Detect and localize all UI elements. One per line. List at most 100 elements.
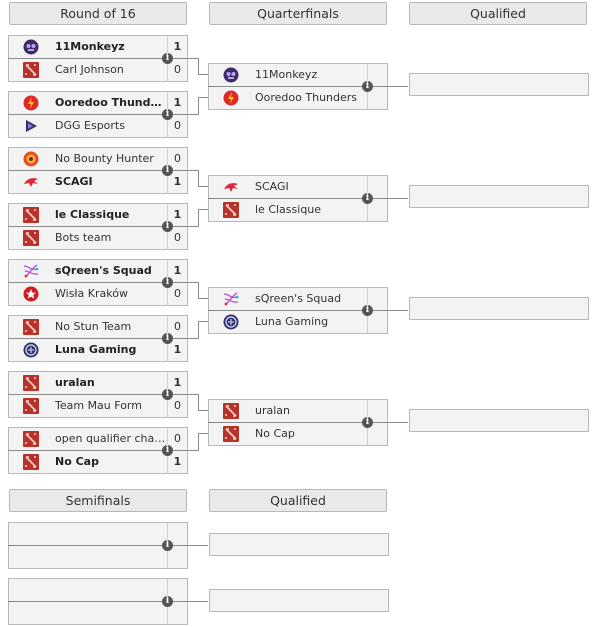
match-info-icon[interactable]: i xyxy=(162,53,173,64)
match-info-icon[interactable]: i xyxy=(162,540,173,551)
dota-logo-svg xyxy=(23,454,39,470)
connector-line xyxy=(198,186,208,187)
team-slot[interactable]: open qualifier champion0 xyxy=(9,428,187,451)
match-info-icon[interactable]: i xyxy=(362,417,373,428)
luna-logo-icon xyxy=(23,342,39,358)
match-info-icon[interactable]: i xyxy=(162,333,173,344)
team-score: 1 xyxy=(167,451,187,474)
connector-line xyxy=(168,601,208,602)
dota-logo-icon xyxy=(23,431,39,447)
team-name: Carl Johnson xyxy=(55,63,124,76)
match-info-icon[interactable]: i xyxy=(362,81,373,92)
match-info-icon[interactable]: i xyxy=(162,221,173,232)
team-score xyxy=(367,288,387,310)
connector-line xyxy=(168,338,198,339)
match-info-icon[interactable]: i xyxy=(162,389,173,400)
header-semifinals: Semifinals xyxy=(9,489,187,512)
dota-logo-svg xyxy=(23,431,39,447)
dota-logo-icon xyxy=(23,62,39,78)
connector-line xyxy=(8,601,168,602)
connector-line xyxy=(168,58,198,59)
connector-line xyxy=(198,298,208,299)
dota-logo-svg xyxy=(223,202,239,218)
qualified-slot[interactable] xyxy=(409,73,589,96)
match-info-icon[interactable]: i xyxy=(162,165,173,176)
team-score: 0 xyxy=(167,227,187,250)
team-slot[interactable]: SCAGI xyxy=(209,176,387,199)
dota-logo-icon xyxy=(223,426,239,442)
team-score: 1 xyxy=(167,92,187,114)
dota-logo-svg xyxy=(23,207,39,223)
dota-logo-icon xyxy=(23,319,39,335)
dota-logo-svg xyxy=(223,426,239,442)
match-info-icon[interactable]: i xyxy=(162,445,173,456)
dgg-logo-svg xyxy=(23,118,39,134)
header-round-of-16: Round of 16 xyxy=(9,2,187,25)
match-info-icon[interactable]: i xyxy=(162,596,173,607)
team-slot[interactable]: No Cap xyxy=(209,423,387,446)
connector-line xyxy=(168,170,198,171)
connector-line xyxy=(8,114,168,115)
connector-line xyxy=(198,282,199,299)
qualified-slot[interactable] xyxy=(209,589,389,612)
team-name: Luna Gaming xyxy=(255,315,329,328)
team-slot[interactable]: Bots team 0 xyxy=(9,227,187,250)
dota-logo-icon xyxy=(23,207,39,223)
connector-line xyxy=(168,545,208,546)
connector-line xyxy=(368,310,408,311)
sqreen-logo-icon xyxy=(223,291,239,307)
connector-line xyxy=(198,321,208,322)
team-name: uralan xyxy=(55,376,95,389)
qualified-slot[interactable] xyxy=(409,185,589,208)
team-slot[interactable]: Luna Gaming xyxy=(209,311,387,334)
team-name: No Cap xyxy=(55,455,99,468)
connector-line xyxy=(198,74,208,75)
team-slot[interactable]: 11Monkeyz xyxy=(209,64,387,87)
qualified-slot[interactable] xyxy=(409,297,589,320)
connector-line xyxy=(8,170,168,171)
ooredoo-logo-svg xyxy=(23,95,39,111)
team-slot[interactable]: uralan xyxy=(209,400,387,423)
dgg-logo-icon xyxy=(23,118,39,134)
match-info-icon[interactable]: i xyxy=(162,277,173,288)
team-slot[interactable]: Ooredoo Thunders xyxy=(209,87,387,110)
nbh-logo-svg xyxy=(23,151,39,167)
match-info-icon[interactable]: i xyxy=(162,109,173,120)
team-slot[interactable]: le Classique xyxy=(209,199,387,222)
team-name: SCAGI xyxy=(255,180,289,193)
team-score xyxy=(367,423,387,446)
qualified-slot[interactable] xyxy=(209,533,389,556)
team-score: 0 xyxy=(167,115,187,138)
connector-line xyxy=(8,545,168,546)
dota-logo-svg xyxy=(23,375,39,391)
team-score: 1 xyxy=(167,171,187,194)
qualified-slot[interactable] xyxy=(409,409,589,432)
connector-line xyxy=(198,97,208,98)
ooredoo-logo-icon xyxy=(23,95,39,111)
team-name: le Classique xyxy=(55,208,130,221)
connector-line xyxy=(208,422,368,423)
match-info-icon[interactable]: i xyxy=(362,193,373,204)
team-slot[interactable]: No Cap 1 xyxy=(9,451,187,474)
scagi-logo-svg xyxy=(223,179,239,195)
team-score: 1 xyxy=(167,260,187,282)
connector-line xyxy=(198,410,208,411)
scagi-logo-icon xyxy=(23,174,39,190)
team-slot[interactable]: sQreen's Squad xyxy=(209,288,387,311)
connector-line xyxy=(168,114,198,115)
match-info-icon[interactable]: i xyxy=(362,305,373,316)
team-name: Bots team xyxy=(55,231,112,244)
